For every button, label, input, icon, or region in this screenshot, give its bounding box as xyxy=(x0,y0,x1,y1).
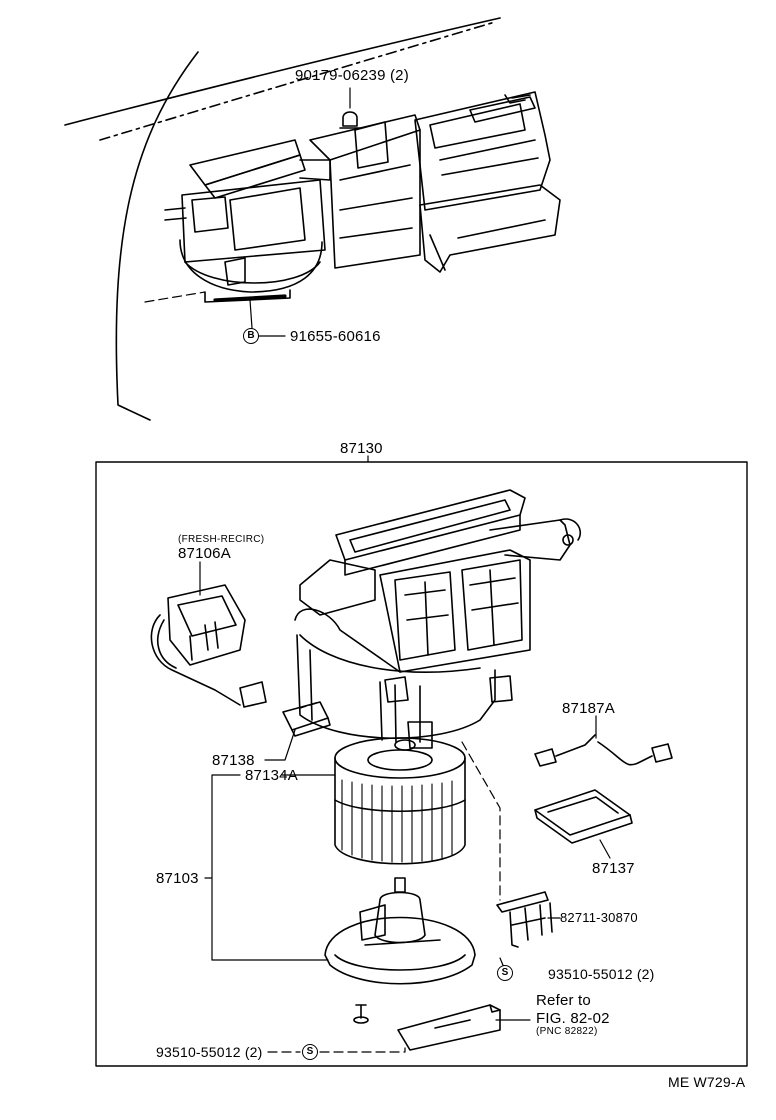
blower-case-drawing xyxy=(294,489,582,749)
bracket-drawing xyxy=(353,1004,501,1051)
label-holder-part: 87137 xyxy=(592,860,635,877)
blower-fan-drawing xyxy=(334,737,466,865)
screw-symbol-right: S xyxy=(497,965,513,981)
screw-symbol-left: S xyxy=(302,1044,318,1060)
label-screw-left: 93510-55012 (2) xyxy=(156,1044,263,1060)
label-servo-note: (FRESH-RECIRC) xyxy=(178,534,265,545)
label-harness-part: 87187A xyxy=(562,700,615,717)
label-assembly-part: 87130 xyxy=(340,440,383,457)
label-reference-line1: Refer to xyxy=(536,992,591,1009)
label-bolt-part: 90179-06239 (2) xyxy=(295,67,409,84)
clamp-drawing xyxy=(496,891,553,948)
label-motor-assy-part: 87103 xyxy=(156,870,199,887)
harness-drawing xyxy=(534,734,673,767)
label-servo-part: 87106A xyxy=(178,545,231,562)
heater-unit-installed xyxy=(164,91,561,303)
band-symbol-b: B xyxy=(243,328,259,344)
servo-motor-drawing xyxy=(150,584,267,708)
holder-drawing xyxy=(534,789,633,844)
assembly-frame xyxy=(95,461,748,1067)
label-band-part: 91655-60616 xyxy=(290,328,381,345)
blower-motor-drawing xyxy=(324,877,476,985)
label-resistor-part: 87138 xyxy=(212,752,255,769)
label-screw-right: 93510-55012 (2) xyxy=(548,966,655,982)
label-reference-line3: (PNC 82822) xyxy=(536,1026,598,1037)
leader-lines-bottom xyxy=(199,561,611,1053)
vehicle-dash-outline xyxy=(64,17,501,421)
label-clamp-part: 82711-30870 xyxy=(560,910,638,925)
label-reference-line2: FIG. 82-02 xyxy=(536,1010,610,1027)
footer-code: ME W729-A xyxy=(668,1074,746,1090)
label-fan-part: 87134A xyxy=(245,767,298,784)
